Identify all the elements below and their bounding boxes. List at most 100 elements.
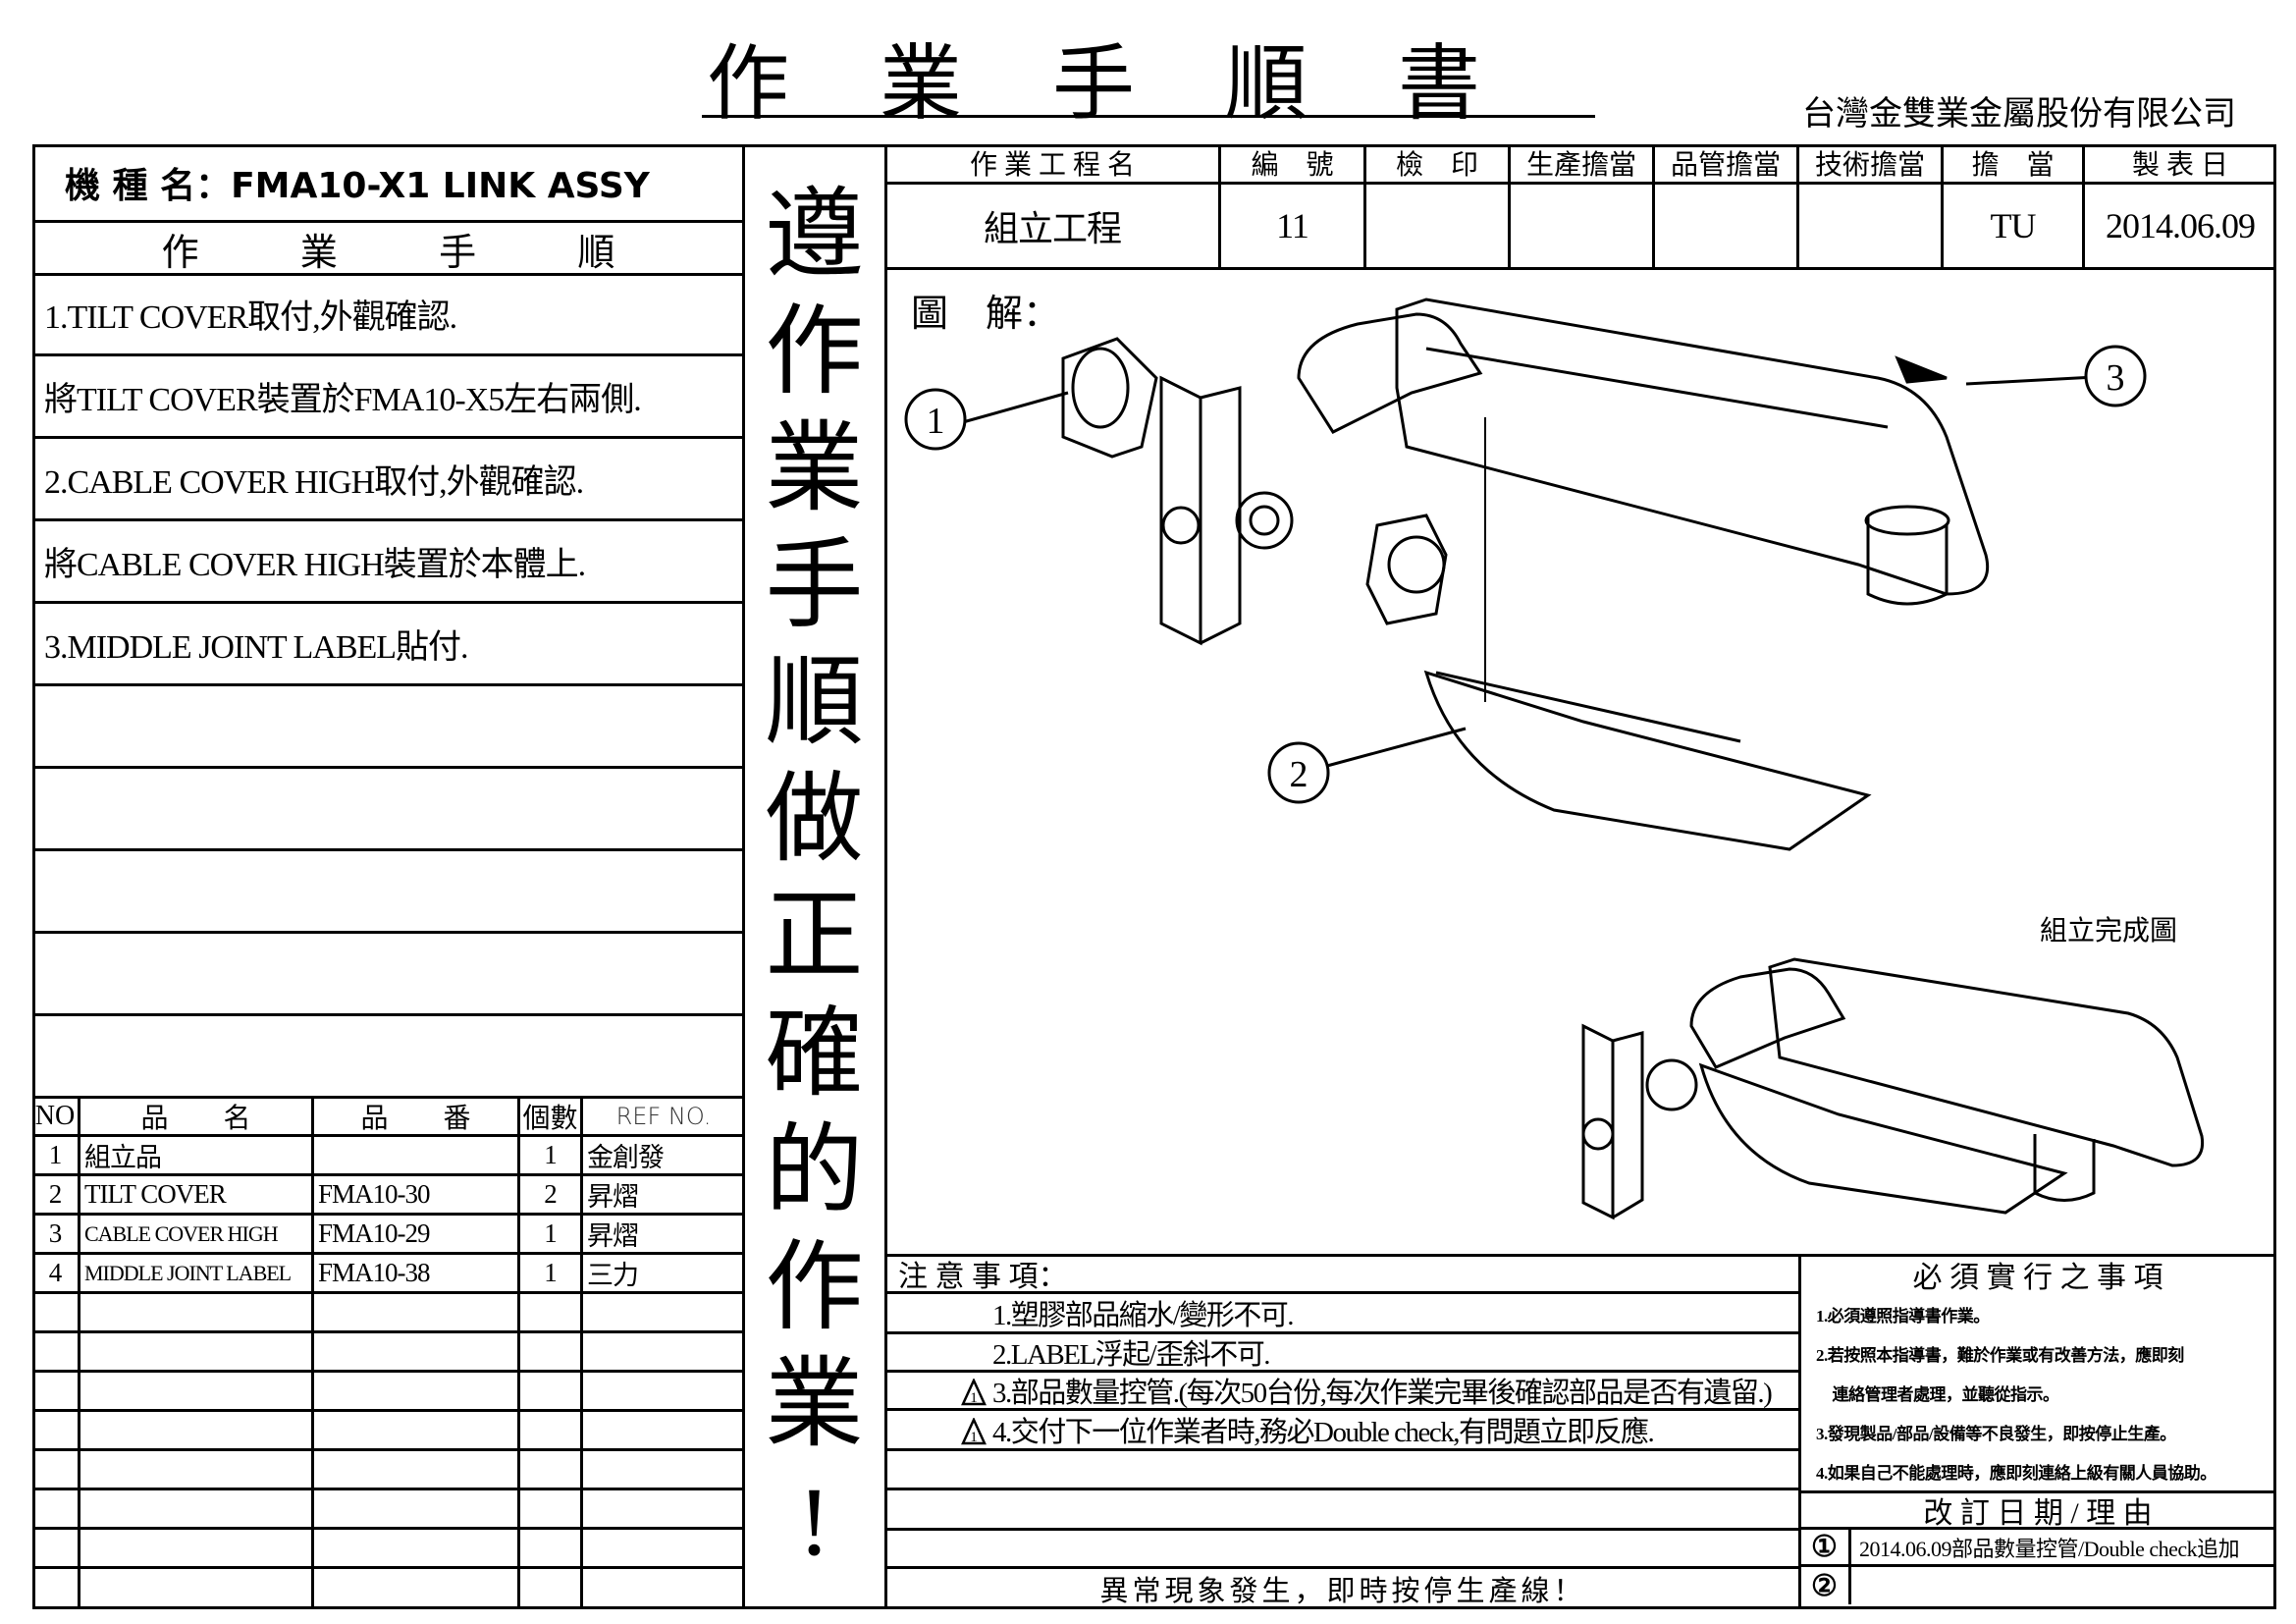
- header-label: 製 表 日: [2131, 150, 2228, 181]
- parts-header-cell: NO: [32, 1098, 80, 1134]
- required-actions-title: 必 須 實 行 之 事 項: [1912, 1262, 2163, 1294]
- step-text: 2.CABLE COVER HIGH取付,外觀確認.: [44, 464, 584, 501]
- finished-assembly-view: [1581, 957, 2205, 1220]
- part-number: [314, 1451, 520, 1488]
- part-name: [80, 1451, 314, 1488]
- warning-triangle-icon: 1: [886, 1375, 992, 1406]
- part-no: 1: [32, 1137, 80, 1173]
- part-ref: [583, 1373, 744, 1409]
- step-row: [32, 769, 744, 851]
- callout-1: [904, 388, 967, 451]
- parts-header-cell: REF NO.: [615, 1102, 712, 1130]
- part-qty: [520, 1530, 583, 1566]
- steps-header-char: 順: [577, 232, 615, 274]
- parts-header-cell: 品 番: [314, 1098, 520, 1134]
- part-number: FMA10-30: [314, 1176, 520, 1213]
- part-qty: [520, 1412, 583, 1448]
- header-label: 品管擔當: [1655, 144, 1799, 182]
- header-value: [1366, 185, 1511, 267]
- part-name: [80, 1569, 314, 1608]
- header-value: 2014.06.09: [2106, 206, 2256, 245]
- parts-row: [32, 1412, 744, 1451]
- part-name: [80, 1490, 314, 1527]
- part-name: TILT COVER: [80, 1176, 314, 1213]
- parts-row: [32, 1530, 744, 1569]
- form-frame: [32, 144, 2276, 1609]
- part-number: FMA10-29: [314, 1216, 520, 1252]
- steps-list: 1.TILT COVER取付,外觀確認.將TILT COVER裝置於FMA10-…: [32, 274, 744, 1099]
- part-number: [314, 1137, 520, 1173]
- part-number: FMA10-38: [314, 1255, 520, 1291]
- header-label: 生產擔當: [1511, 144, 1655, 182]
- step-text: 將CABLE COVER HIGH裝置於本體上.: [44, 547, 586, 583]
- part-qty: [520, 1451, 583, 1488]
- step-row: [32, 1016, 744, 1099]
- notes-row: [886, 1531, 1799, 1569]
- divider: [32, 273, 744, 276]
- middle-joint-label: [1895, 355, 1948, 384]
- callout-2-label: 2: [1290, 754, 1308, 795]
- revision-text: 2014.06.09部品數量控管/Double check追加: [1859, 1536, 2240, 1561]
- divider: [742, 144, 745, 1609]
- banner-char: 作: [765, 298, 864, 407]
- required-action-item: 2.若按照本指導書，難於作業或有改善方法，應即刻: [1816, 1345, 2184, 1365]
- revision-text: [1851, 1567, 1859, 1604]
- header-label: 作 業 工 程 名: [886, 144, 1221, 182]
- revision-mark: ①: [1800, 1530, 1851, 1564]
- notes-row: 異常現象發生，即時按停生產線！: [886, 1569, 1799, 1608]
- parts-row: [32, 1333, 744, 1373]
- model-name: 機 種 名：FMA10-X1 LINK ASSY: [65, 157, 650, 208]
- header-value: [1799, 185, 1944, 267]
- part-ref: [583, 1294, 744, 1330]
- part-ref: [583, 1451, 744, 1488]
- header-label: 檢 印: [1366, 144, 1511, 182]
- part-number: [314, 1530, 520, 1566]
- company-name: 台灣金雙業金屬股份有限公司: [1802, 96, 2236, 133]
- divider: [1798, 1254, 1801, 1609]
- steps-header-char: 業: [299, 232, 338, 274]
- steps-header-char: 作: [161, 232, 199, 274]
- revision-row: ① 2014.06.09部品數量控管/Double check追加: [1800, 1530, 2275, 1567]
- revision-title: 改 訂 日 期 / 理 由: [1800, 1490, 2275, 1530]
- part-ref: 昇熠: [587, 1221, 639, 1251]
- part-qty: [520, 1333, 583, 1370]
- parts-header-cell: 品 名: [80, 1098, 314, 1134]
- part-name: [80, 1294, 314, 1330]
- part-qty: 2: [520, 1176, 583, 1213]
- notes-row: 1.塑膠部品縮水/變形不可.: [886, 1294, 1799, 1334]
- part-qty: 1: [520, 1255, 583, 1291]
- step-row: 將TILT COVER裝置於FMA10-X5左右兩側.: [32, 356, 744, 439]
- part-number: [314, 1294, 520, 1330]
- part-no: [32, 1294, 80, 1330]
- part-no: [32, 1490, 80, 1527]
- divider: [886, 1254, 2275, 1257]
- banner-char: 遵: [765, 181, 864, 290]
- part-no: [32, 1373, 80, 1409]
- callout-3-label: 3: [2107, 357, 2125, 399]
- notes-title: 注 意 事 項：: [898, 1260, 1068, 1293]
- callout-2: [1267, 741, 1330, 804]
- header-label-row: 作 業 工 程 名編 號檢 印生產擔當品管擔當技術擔當擔 當製 表 日: [886, 144, 2275, 185]
- part-name: [80, 1373, 314, 1409]
- part-number: [314, 1569, 520, 1608]
- header-label: 編 號: [1221, 144, 1366, 182]
- part-qty: 1: [520, 1216, 583, 1252]
- header-value: [1655, 185, 1799, 267]
- header-value: TU: [1944, 185, 2085, 267]
- parts-row: [32, 1569, 744, 1608]
- svg-text:1: 1: [970, 1430, 978, 1445]
- banner-char: 手: [765, 531, 864, 641]
- banner-char: 業: [765, 1349, 864, 1459]
- part-no: [32, 1333, 80, 1370]
- header-value: [1511, 185, 1655, 267]
- callout-3: [2084, 345, 2147, 407]
- divider: [32, 220, 744, 223]
- revision-row: ②: [1800, 1567, 2275, 1604]
